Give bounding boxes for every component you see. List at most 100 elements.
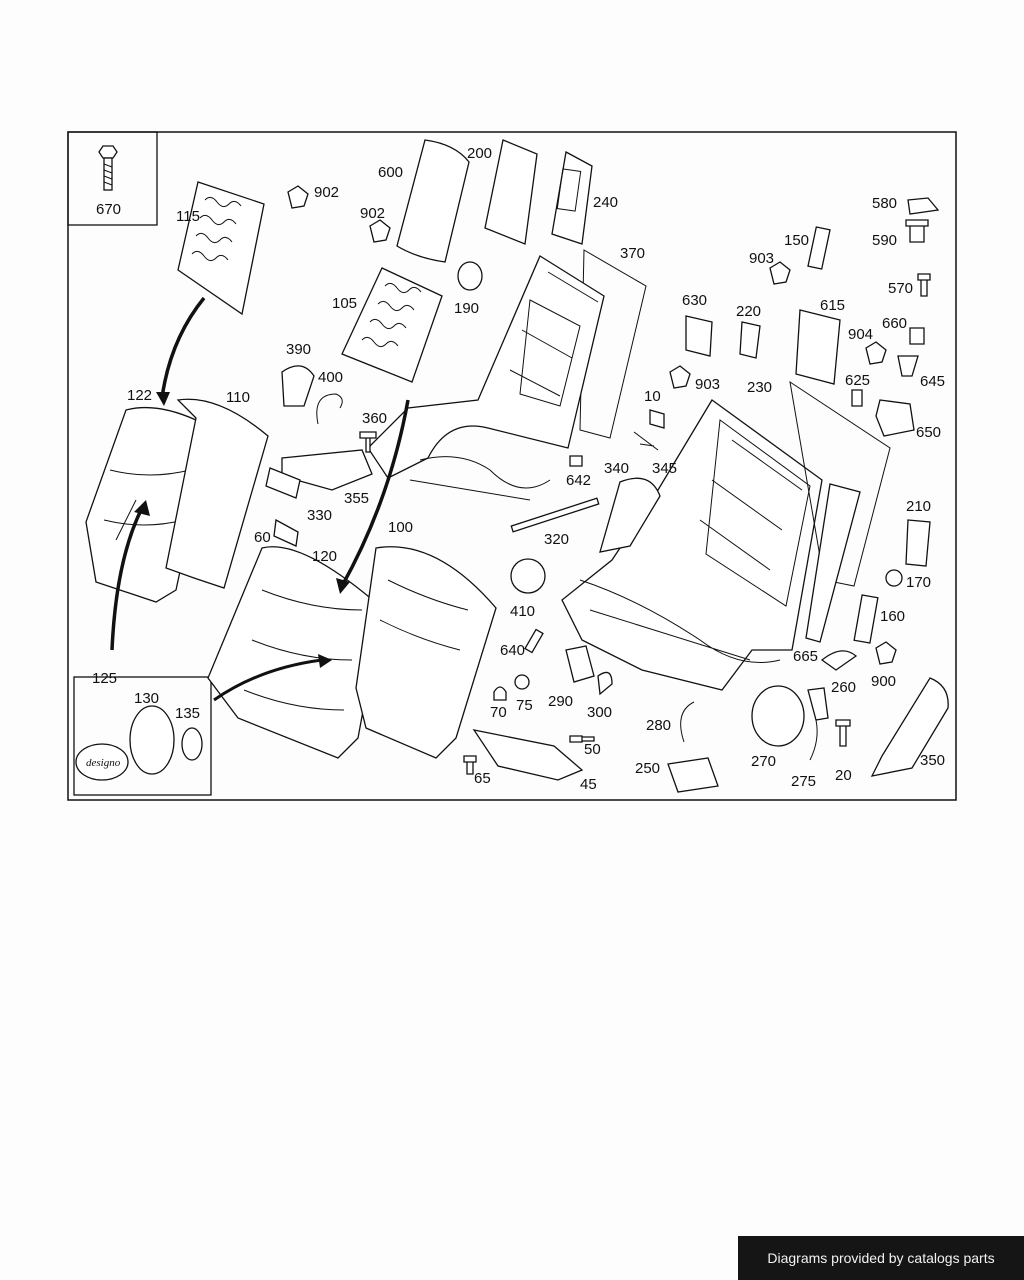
motor-615-icon (795, 309, 841, 385)
callout: 330 (307, 507, 332, 524)
cushion-100-icon (355, 546, 497, 759)
callout: 105 (332, 295, 357, 312)
callout: 615 (820, 297, 845, 314)
clip-904-icon (865, 341, 887, 365)
button-220-icon (739, 321, 761, 359)
callout: 160 (880, 608, 905, 625)
callout: 650 (916, 424, 941, 441)
clip-902b-icon (369, 219, 391, 243)
screw-570-icon (917, 273, 931, 297)
trim-665-icon (805, 483, 861, 643)
switch-160-icon (853, 594, 879, 644)
screw-65-icon (463, 755, 477, 775)
clip-580-icon (907, 197, 940, 215)
callout: 410 (510, 603, 535, 620)
callout: 280 (646, 717, 671, 734)
handle-275-icon (807, 687, 829, 721)
callout: 645 (920, 373, 945, 390)
callout: 220 (736, 303, 761, 320)
callout: 400 (318, 369, 343, 386)
seat-frame-left-icon (367, 255, 605, 501)
rod-320-icon (510, 497, 600, 533)
ring-135-icon (181, 727, 203, 761)
callout: 50 (584, 741, 601, 758)
callout: 210 (906, 498, 931, 515)
frame-240-icon (551, 150, 593, 245)
clip-260-icon (820, 650, 858, 671)
callout: 903 (695, 376, 720, 393)
callout: 45 (580, 776, 597, 793)
clip-300-icon (597, 671, 613, 696)
callout: 625 (845, 372, 870, 389)
latch-345-icon (633, 431, 659, 451)
round-part-190-icon (457, 261, 483, 291)
callout: 570 (888, 280, 913, 297)
callout: 370 (620, 245, 645, 262)
callout: 150 (784, 232, 809, 249)
callout: 70 (490, 704, 507, 721)
callout: 75 (516, 697, 533, 714)
pad-105-icon (341, 267, 443, 383)
panel-230-icon (789, 380, 891, 587)
callout: 360 (362, 410, 387, 427)
connector-625-icon (851, 389, 863, 407)
badge-125-icon (75, 743, 129, 781)
clip-903-icon (769, 261, 791, 285)
cushion-110-icon (165, 398, 269, 589)
callout-labels: 670 115 902 600 200 240 902 105 370 190 … (92, 145, 945, 793)
disc-130-icon (129, 705, 175, 775)
gear-290-icon (565, 645, 595, 683)
callout: 660 (882, 315, 907, 332)
callout: 600 (378, 164, 403, 181)
callout: 10 (644, 388, 661, 405)
callout: 260 (831, 679, 856, 696)
nut-170-icon (885, 569, 903, 587)
callout: 115 (176, 208, 200, 225)
bracket-390-icon (281, 365, 315, 407)
grip-150-icon (807, 226, 831, 270)
callout: 902 (360, 205, 385, 222)
callout: 110 (226, 389, 250, 406)
callout: 125 (92, 670, 117, 687)
inset-box-125 (73, 676, 212, 796)
washer-75-icon (514, 674, 530, 690)
callout: 580 (872, 195, 897, 212)
clip-590-icon (905, 219, 929, 243)
callout: 590 (872, 232, 897, 249)
callout: 665 (793, 648, 818, 665)
callout: 345 (652, 460, 677, 477)
badge-125-text: designo (86, 757, 121, 769)
clip-642-icon (569, 455, 583, 467)
callout: 900 (871, 673, 896, 690)
assembly-arrows (110, 296, 410, 702)
cap-410-icon (510, 558, 546, 594)
callout: 350 (920, 752, 945, 769)
bolt-670-icon (98, 145, 118, 191)
callout: 20 (835, 767, 852, 784)
pin-20-icon (835, 719, 851, 747)
cover-200-icon (484, 139, 538, 245)
panel-600-icon (396, 139, 470, 263)
motor-650-icon (875, 399, 915, 437)
callout: 340 (604, 460, 629, 477)
tray-45-icon (472, 729, 584, 781)
callout: 642 (566, 472, 591, 489)
callout: 670 (96, 201, 121, 218)
callout: 122 (127, 387, 152, 404)
callout: 230 (747, 379, 772, 396)
bracket-330-icon (265, 467, 301, 499)
callout: 120 (312, 548, 337, 565)
bolt-360-icon (359, 431, 377, 453)
callout: 275 (791, 773, 816, 790)
callout: 300 (587, 704, 612, 721)
module-210-icon (905, 519, 931, 567)
plug-660-icon (909, 327, 925, 345)
clip-900-icon (875, 641, 897, 665)
callout: 60 (254, 529, 271, 546)
pin-640-icon (524, 628, 544, 654)
callout: 240 (593, 194, 618, 211)
cushion-120-icon (207, 546, 383, 759)
callout: 902 (314, 184, 339, 201)
callout: 65 (474, 770, 491, 787)
callout: 135 (175, 705, 200, 722)
